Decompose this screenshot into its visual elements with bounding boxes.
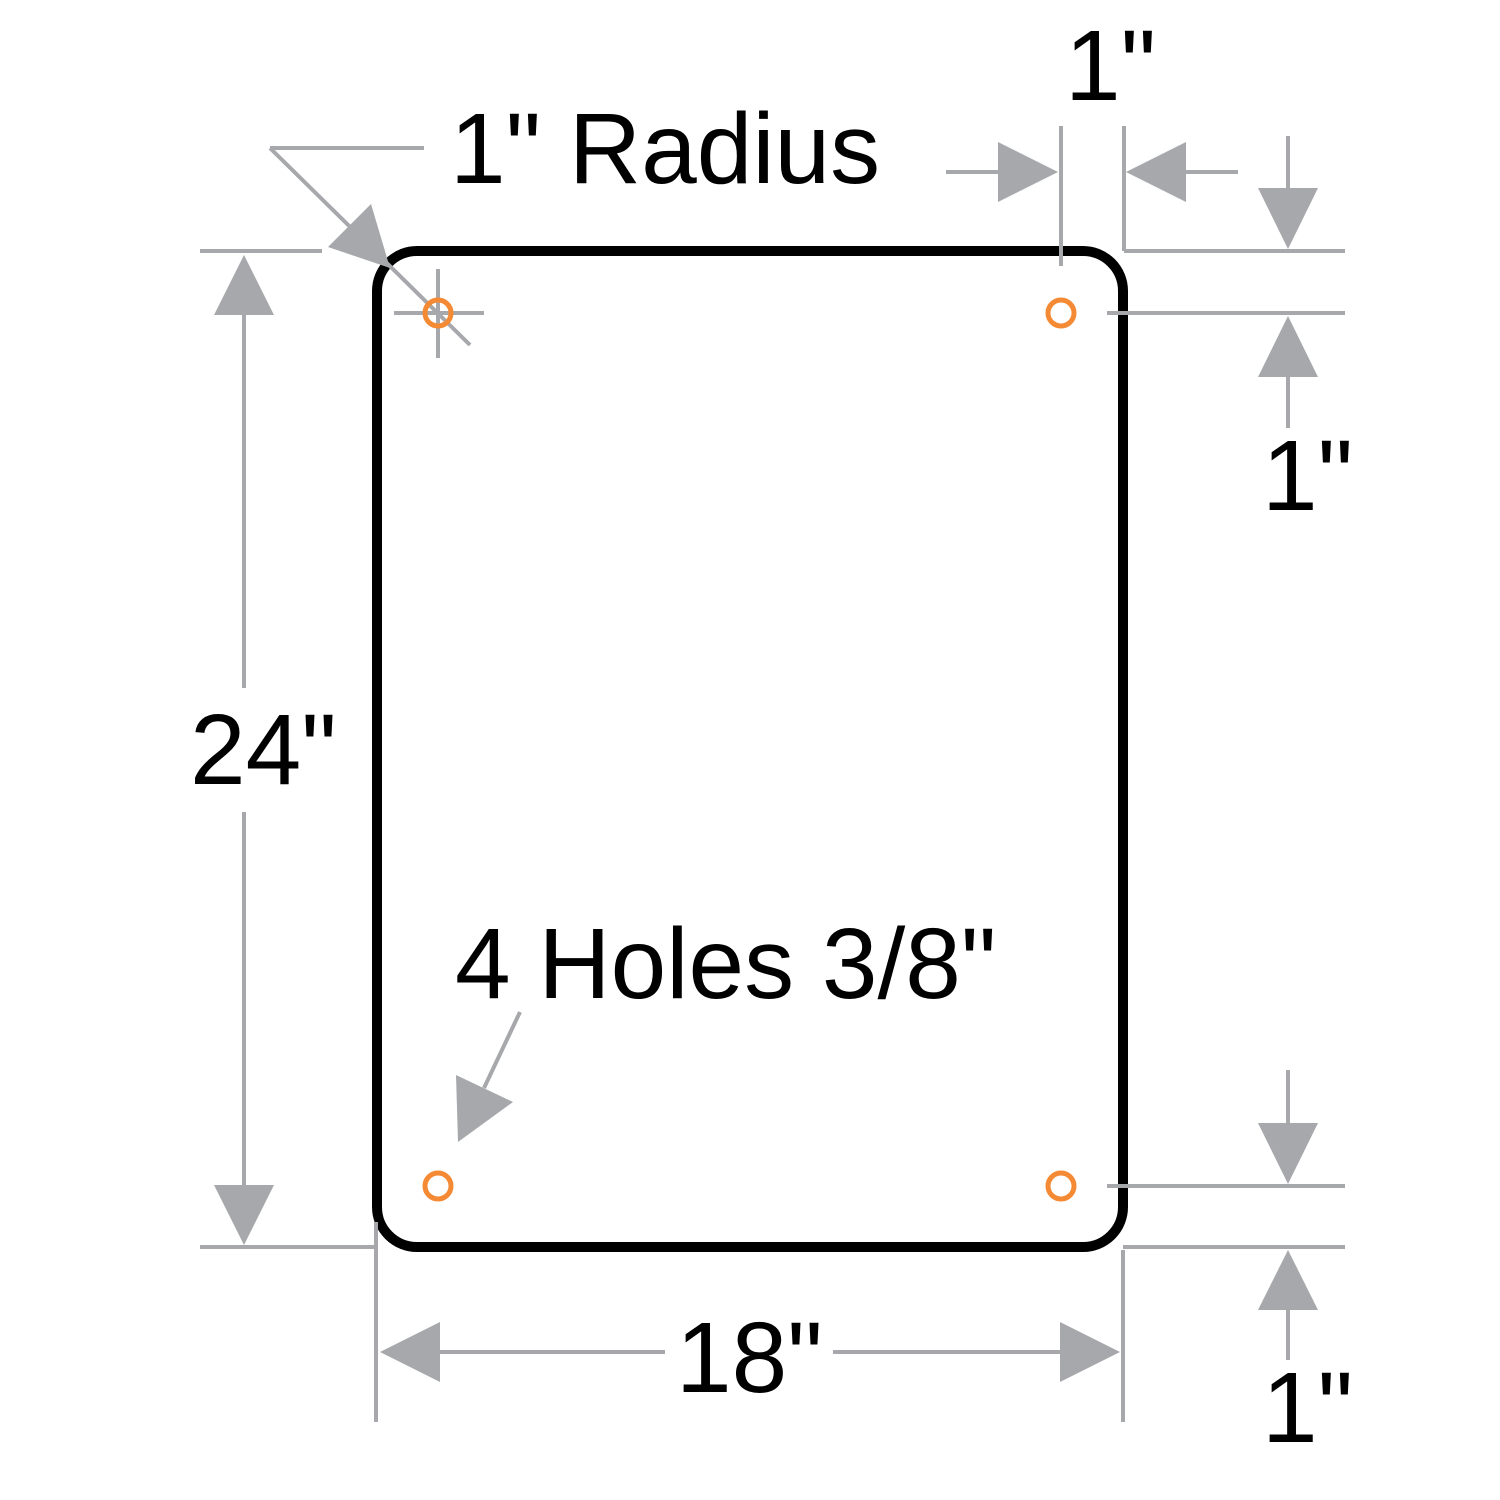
holes-leader — [456, 1011, 522, 1142]
top-margin-horizontal-label: 1" — [1065, 10, 1156, 122]
hole-top-left — [422, 297, 454, 329]
height-dimension — [200, 249, 377, 1249]
height-label: 24" — [190, 694, 337, 806]
width-dimension — [374, 1222, 1125, 1422]
sign-outline — [372, 246, 1128, 1252]
hole-bottom-left — [422, 1170, 454, 1202]
radius-label: 1" Radius — [450, 93, 880, 205]
bottom-margin-vertical-label: 1" — [1262, 1352, 1353, 1464]
top-margin-vertical-label: 1" — [1262, 420, 1353, 532]
radius-leader — [268, 146, 484, 358]
mounting-holes — [422, 297, 1077, 1202]
hole-top-right — [1045, 297, 1077, 329]
top-horizontal-margin-dimension — [946, 126, 1238, 266]
radius-arrowhead — [328, 204, 390, 268]
top-vertical-margin-dimension — [1107, 136, 1345, 428]
width-label: 18" — [676, 1302, 823, 1414]
hole-bottom-right — [1045, 1170, 1077, 1202]
bottom-vertical-margin-dimension — [1107, 1070, 1345, 1360]
holes-label: 4 Holes 3/8" — [455, 908, 996, 1020]
